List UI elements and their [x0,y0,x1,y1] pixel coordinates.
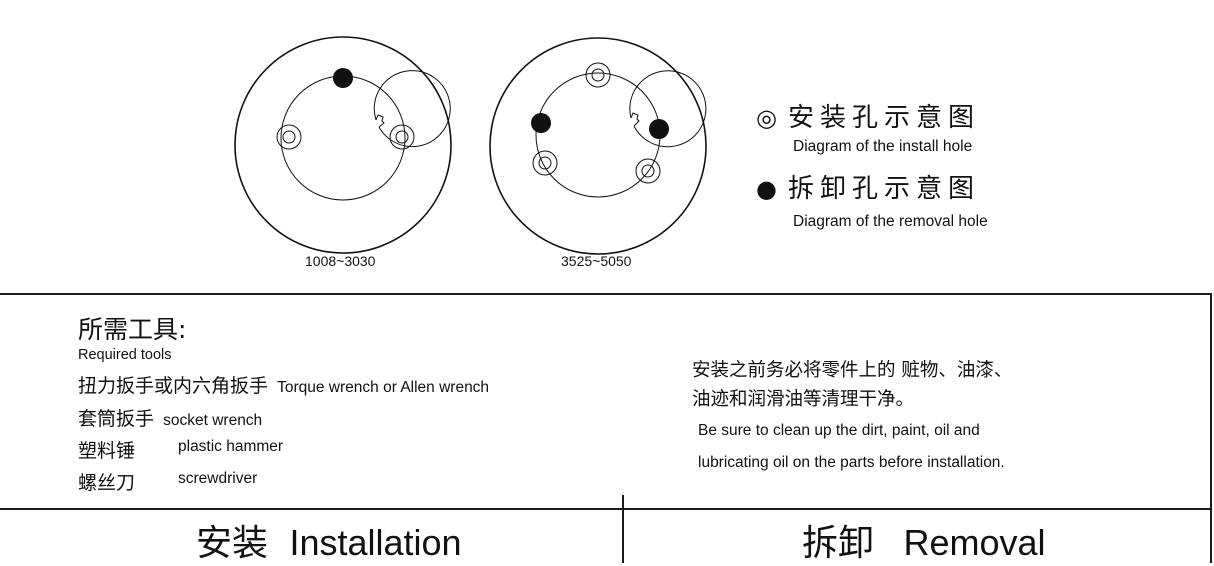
section-installation-title: 安装 Installation [196,522,462,564]
bushing-diagram-large [489,37,707,255]
note-zh-line1: 安装之前务必将零件上的 赃物、油漆、 [692,360,1013,381]
note-en-line1: Be sure to clean up the dirt, paint, oil… [698,422,980,439]
legend-install-caption: Diagram of the install hole [793,138,973,155]
note-en-line2: lubricating oil on the parts before inst… [698,454,1005,471]
install-hole-icon [532,150,558,176]
box-right-border [1210,293,1212,563]
install-hole-symbol-icon: ◎ [756,104,783,132]
legend-removal-title: 拆卸孔示意图 [788,174,981,204]
tool-item-zh: 螺丝刀 [78,472,136,494]
diagram-caption-small: 1008~3030 [305,253,376,269]
section-divider-horizontal [0,508,1212,510]
legend-removal: ● 拆卸孔示意图 [756,168,980,205]
note-zh-line2: 油迹和润滑油等清理干净。 [692,389,915,410]
bore-icon [373,70,451,148]
tool-item-en: plastic hammer [178,438,284,455]
removal-hole-icon [649,119,669,139]
removal-hole-icon [531,113,551,133]
install-hole-icon [389,124,415,150]
tool-item: 扭力扳手或内六角扳手 Torque wrench or Allen wrench [78,375,490,397]
legend-removal-caption: Diagram of the removal hole [793,213,988,230]
section-removal-title: 拆卸 Removal [802,522,1046,564]
tools-subtitle: Required tools [78,347,172,363]
keyway-icon [375,114,385,128]
section-divider-vertical [622,495,624,563]
diagram-caption-large: 3525~5050 [561,253,632,269]
tool-item: 套筒扳手 socket wrench [78,408,263,430]
removal-hole-symbol-icon: ● [756,175,783,203]
legend-install-title: 安装孔示意图 [788,103,981,133]
hole-diagrams [234,36,707,255]
install-hole-icon [635,158,661,184]
box-top-border [0,293,1212,295]
tools-title: 所需工具: [78,315,187,344]
tool-item-zh: 塑料锤 [78,440,136,462]
install-hole-icon [276,124,302,150]
bore-icon [629,70,707,148]
bushing-diagram-small [234,36,452,254]
keyway-icon [630,112,640,127]
tool-item-en: screwdriver [178,470,258,487]
removal-hole-icon [333,68,353,88]
install-hole-icon [585,62,611,88]
legend-install: ◎ 安装孔示意图 [756,97,980,134]
